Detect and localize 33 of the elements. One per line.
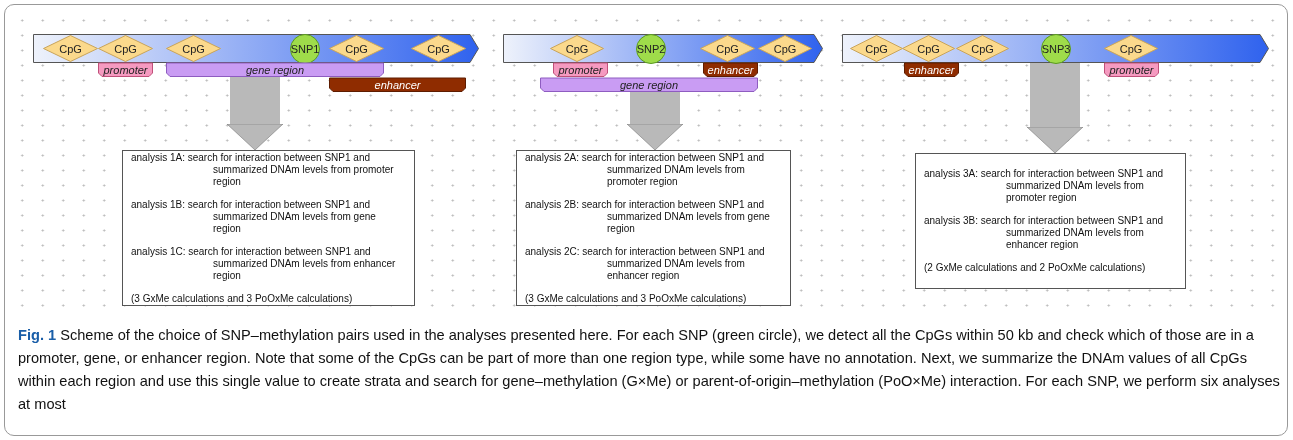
cpg-diamond: CpG (411, 35, 466, 62)
gene-region-tab: gene region (166, 63, 384, 77)
region-bar (33, 34, 479, 63)
region-bar (842, 34, 1269, 63)
analysis-box: analysis 2A: search for interaction between SNP1 and summarized DNAm levels from promoter region analysis 2B: search for interaction between SNP1 and summarized DNAm levels from gene region analysis 2C: search for interaction between SNP1 and summarized DNAm levels from enhancer region (3 GxMe calculations and 3 PoOxMe calculations) (516, 150, 791, 306)
region-bar (503, 34, 823, 63)
promoter-tab: promoter (553, 63, 608, 77)
figure-caption: Fig. 1 Scheme of the choice of SNP–methylation pairs used in the analyses presented here. For each SNP (green circle), we detect all the CpGs within 50 kb and check which of those are in a promoter, gene, or enhancer region. Note that some of the CpGs can be part of more than one region type, while some have no annotation. Next, we summarize the DNAm values of all CpGs within each region and use this single value to create strata and search for gene–methylation (G×Me) or parent-of-origin–methylation (PoO×Me) interaction. For each SNP, we perform six analyses at most (18, 326, 1280, 414)
promoter-tab: promoter (1104, 63, 1159, 77)
cpg-diamond: CpG (1104, 35, 1158, 62)
block-arrow (226, 77, 284, 151)
enhancer-tab: enhancer (703, 63, 758, 77)
snp-circle: SNP1 (290, 33, 320, 64)
cpg-diamond: CpG (850, 35, 903, 62)
gene-region-tab: gene region (540, 78, 758, 92)
snp-circle: SNP3 (1041, 33, 1071, 64)
block-arrow (1026, 63, 1084, 154)
cpg-diamond: CpG (329, 35, 384, 62)
block-arrow (626, 92, 684, 151)
cpg-diamond: CpG (700, 35, 755, 62)
cpg-diamond: CpG (98, 35, 153, 62)
enhancer-tab: enhancer (904, 63, 959, 77)
analysis-box: analysis 1A: search for interaction between SNP1 and summarized DNAm levels from promoter region analysis 1B: search for interaction between SNP1 and summarized DNAm levels from gene region analysis 1C: search for interaction between SNP1 and summarized DNAm levels from enhancer region (3 GxMe calculations and 3 PoOxMe calculations) (122, 150, 415, 306)
cpg-diamond: CpG (902, 35, 955, 62)
cpg-diamond: CpG (550, 35, 604, 62)
enhancer-tab: enhancer (329, 78, 466, 92)
promoter-tab: promoter (98, 63, 153, 77)
snp-circle: SNP2 (636, 33, 666, 64)
cpg-diamond: CpG (166, 35, 221, 62)
cpg-diamond: CpG (43, 35, 98, 62)
analysis-box: analysis 3A: search for interaction between SNP1 and summarized DNAm levels from promoter region analysis 3B: search for interaction between SNP1 and summarized DNAm levels from enhancer region (2 GxMe calculations and 2 PoOxMe calculations) (915, 153, 1186, 289)
cpg-diamond: CpG (956, 35, 1009, 62)
cpg-diamond: CpG (758, 35, 812, 62)
